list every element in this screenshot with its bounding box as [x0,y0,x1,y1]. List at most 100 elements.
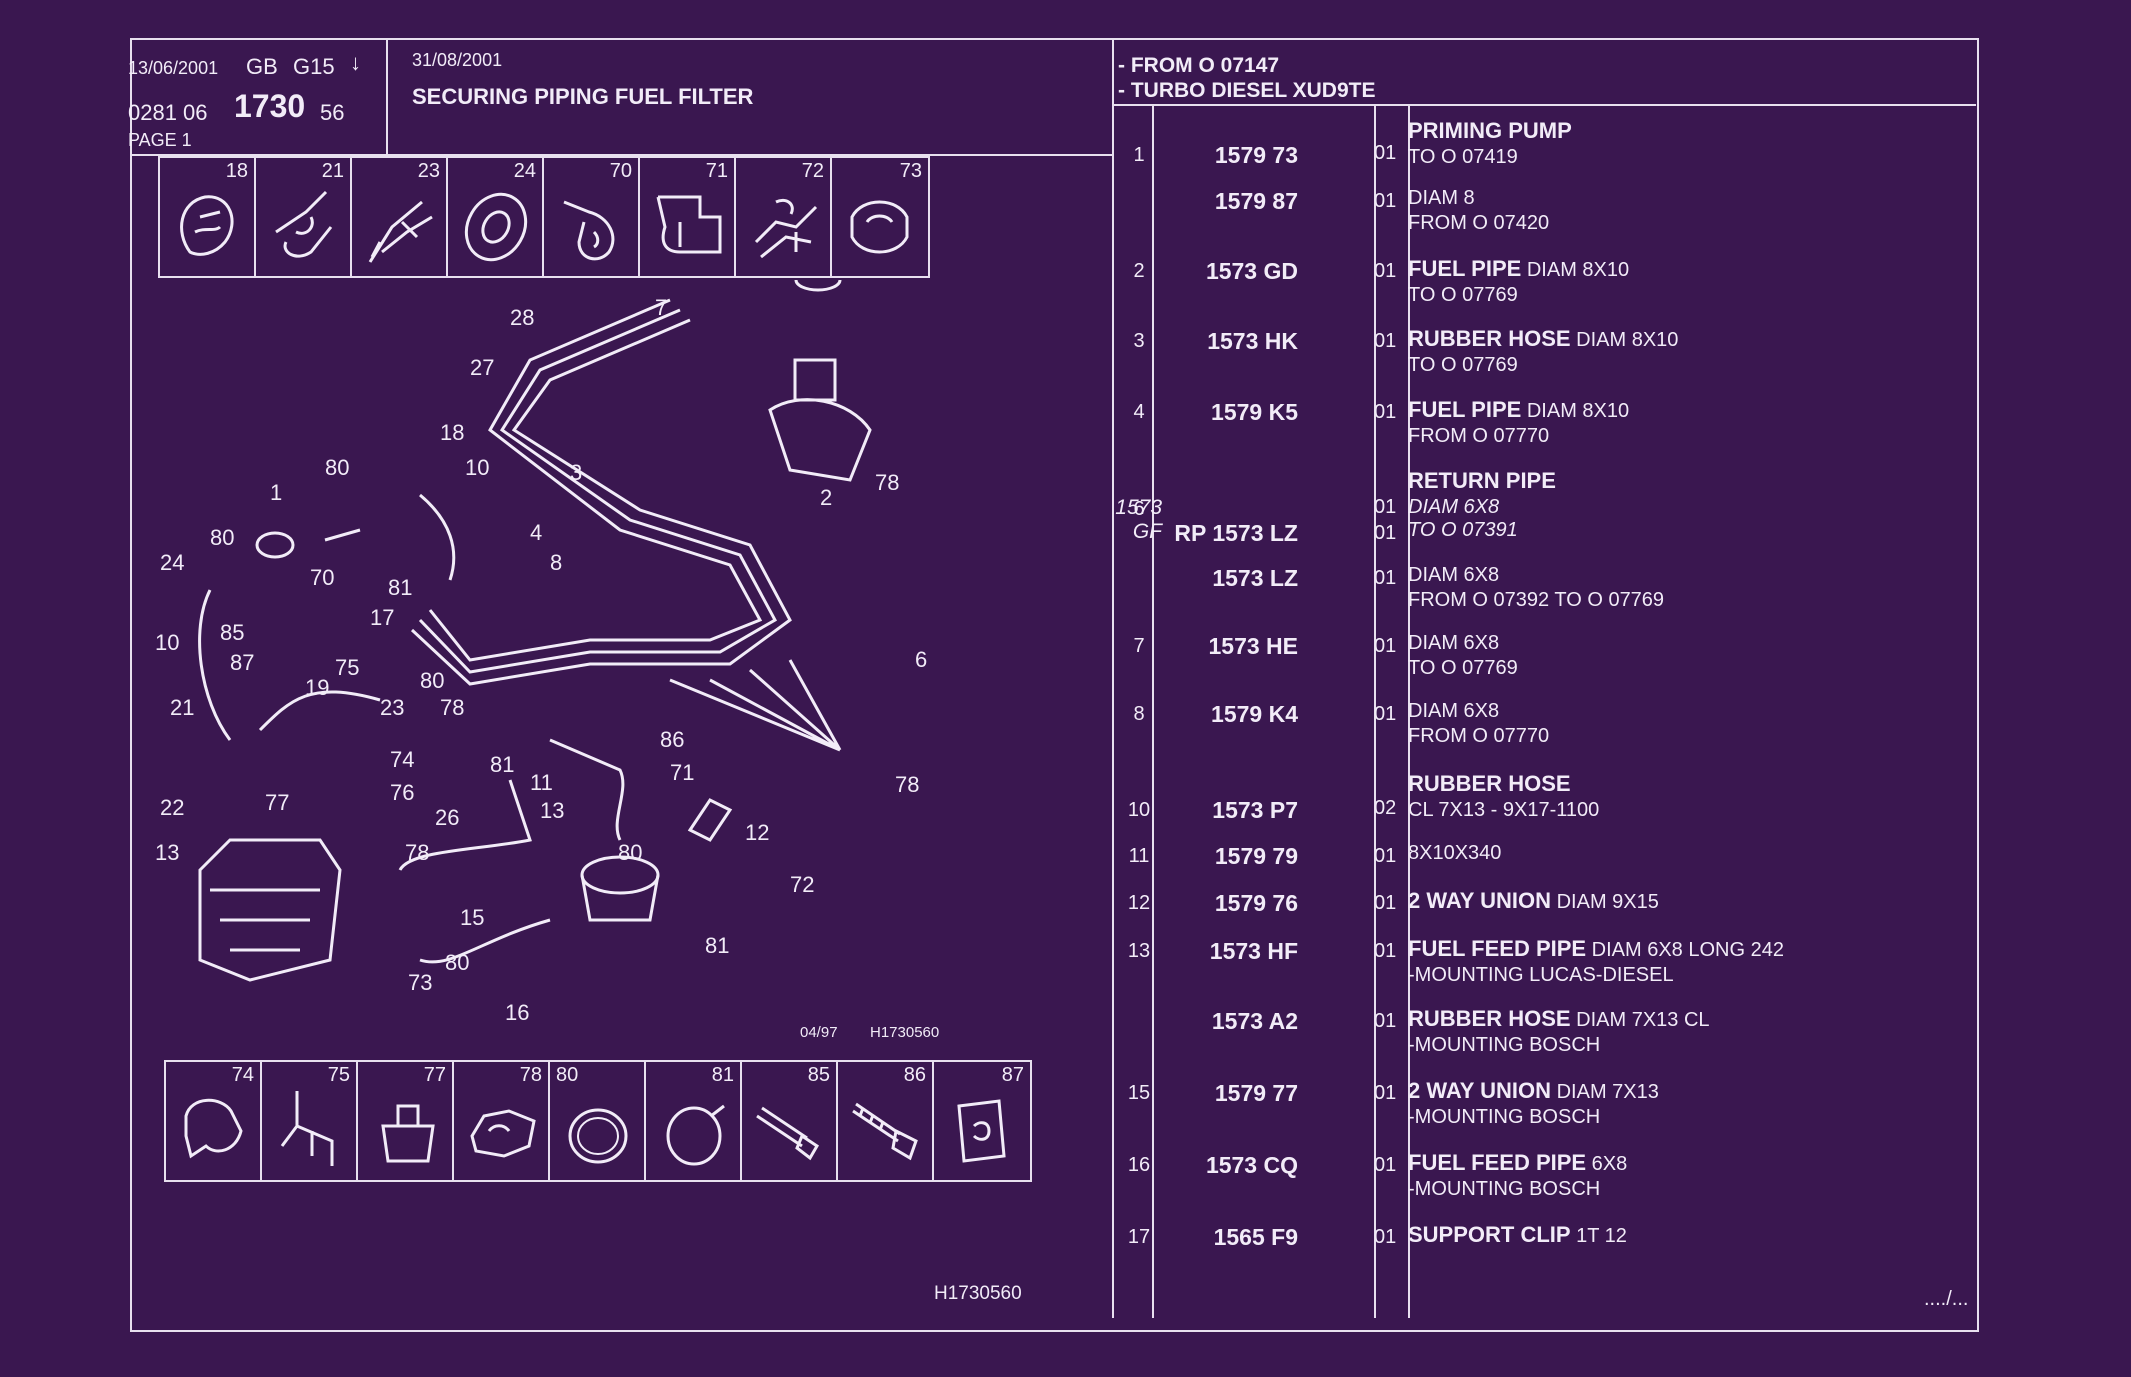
row-desc-line2: TO O 07769 [1408,284,1518,306]
diagram-code: H1730560 [870,1024,939,1040]
parts-row[interactable]: 15 1579 77 01 2 WAY UNION DIAM 7X13-MOUN… [1112,1078,1972,1142]
row-desc-line1: DIAM 6X8 LONG 242 [1586,939,1784,961]
filter-cap [794,280,842,292]
callout-13: 13 [155,840,179,865]
parts-row[interactable]: 1573 A2 01 RUBBER HOSE DIAM 7X13 CL-MOUN… [1112,1006,1972,1070]
row-desc-bold: 2 WAY UNION [1408,1078,1552,1103]
callout-71: 71 [670,760,694,785]
row-desc-line2: TO O 07769 [1408,354,1518,376]
row-ref: 1573 GD [1205,258,1298,284]
row-desc-line1: DIAM 6X8 [1408,632,1500,654]
row-qty: 01 [1374,845,1397,867]
hose-clamp-81-icon [666,1104,725,1166]
row-desc-line2: -MOUNTING BOSCH [1408,1106,1601,1128]
row-qty: 01 [1374,1154,1397,1176]
parts-row[interactable]: 12 1579 76 01 2 WAY UNION DIAM 9X15 [1112,888,1972,952]
part-icon-71: 71 [640,158,736,276]
injection-pump-detail [210,888,320,952]
callout-15: 15 [460,905,484,930]
parts-row[interactable]: 16 1573 CQ 01 FUEL FEED PIPE 6X8-MOUNTIN… [1112,1150,1972,1214]
row-desc: 8X10X340 [1408,841,1501,866]
row-ref: 1573 LZ [1212,565,1298,591]
fuel-feed-pipe-13 [398,779,532,871]
col-qty-divider-left [1374,106,1376,1318]
top-part-icons: 18 21 23 24 70 71 72 73 [158,156,930,278]
row-desc-line2: DIAM 6X8 [1408,496,1500,518]
clamp-77-icon [381,1104,435,1163]
parts-row[interactable]: 11 1579 79 01 8X10X340 [1112,842,1972,905]
row-qty: 01 [1374,1226,1397,1248]
row-desc-line1: TO O 07391 [1408,519,1518,541]
row-desc: RUBBER HOSE DIAM 7X13 CL-MOUNTING BOSCH [1408,1006,1710,1058]
callout-87: 87 [230,650,254,675]
col-item-divider [1152,106,1154,1318]
row-ref: RP 1573 LZ [1174,520,1298,546]
row-item: 1 [1133,144,1145,166]
hose-left [258,690,381,732]
fuel-pipe-8 [410,318,792,686]
row-desc-line1: 6X8 [1586,1153,1628,1175]
row-item: 2 [1133,260,1145,282]
callout-27: 27 [470,355,494,380]
callout-17: 17 [370,605,394,630]
row-item: 8 [1133,703,1145,725]
callout-2: 2 [820,485,832,510]
header-ref-main: 1730 [234,88,306,124]
row-item: 7 [1133,635,1145,657]
row-ref: 1573 HE [1208,633,1298,659]
page-title: SECURING PIPING FUEL FILTER [412,84,754,109]
callout-24: 24 [160,550,184,575]
header-ref-prefix: 0281 06 [128,100,208,125]
hose-10 [419,493,456,581]
row-desc-line1: DIAM 6X8 [1408,700,1500,722]
screw-icon [852,1102,918,1161]
callout-74: 74 [390,747,414,772]
parts-row[interactable]: 13 1573 HF 01 FUEL FEED PIPE DIAM 6X8 LO… [1112,936,1972,1000]
callout-8: 8 [550,550,562,575]
callout-81c: 81 [705,933,729,958]
injection-pump [198,838,342,982]
clamp-icon [275,190,333,258]
clip-78-icon [470,1109,536,1158]
callout-80: 80 [325,455,349,480]
row-desc: RETURN PIPE DIAM 6X8 [1408,468,1556,520]
filter-head [768,398,872,482]
parts-row[interactable]: 17 1565 F9 01 SUPPORT CLIP 1T 12 [1112,1222,1972,1286]
callout-77: 77 [265,790,289,815]
row-ref: 1565 F9 [1213,1224,1298,1250]
clip-holder-icon [850,200,909,254]
row-qty: 01 [1374,142,1397,164]
part-icon-70: 70 [544,158,640,276]
part-icon-74: 74 [166,1062,262,1180]
leader-lines-78 [669,659,842,752]
row-qty: 01 [1374,703,1397,725]
union-12 [687,798,733,842]
callout-80c: 80 [420,668,444,693]
clip-icon [180,195,234,256]
row-desc-bold: RETURN PIPE [1408,468,1556,493]
part-icon-75: 75 [262,1062,358,1180]
applicability-engine: - TURBO DIESEL XUD9TE [1118,79,1376,102]
support-icon [656,195,722,254]
callout-73: 73 [408,970,432,995]
footer-code: H1730560 [934,1283,1022,1304]
callout-11: 11 [530,770,553,795]
callout-78b: 78 [440,695,464,720]
parts-row[interactable]: RP 1573 LZ 01 TO O 07391 [1112,519,1972,582]
row-desc-line1: DIAM 8 [1408,187,1475,209]
row-desc-line1: DIAM 6X8 [1408,564,1500,586]
part-icon-77: 77 [358,1062,454,1180]
